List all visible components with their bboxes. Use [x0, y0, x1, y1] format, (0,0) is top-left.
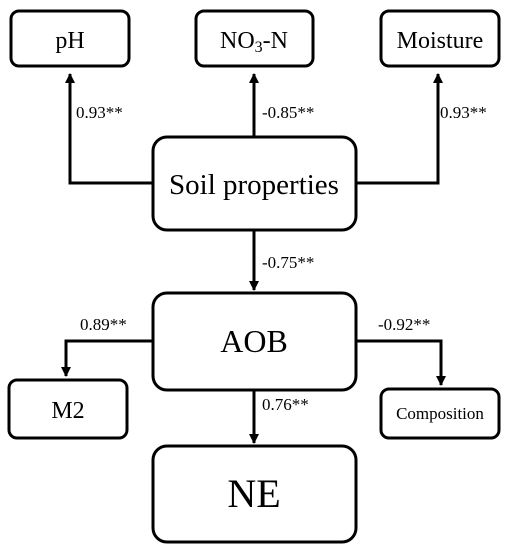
- node-m2-box: [7, 378, 129, 440]
- node-moisture-box: [379, 9, 501, 68]
- edge-label-soil-no3n: -0.85**: [262, 103, 314, 122]
- node-ph-label: pH: [55, 28, 84, 54]
- edge-label-soil-ph: 0.93**: [76, 103, 123, 122]
- edge-label-aob-m2: 0.89**: [80, 315, 127, 334]
- node-no3n-box: [194, 9, 315, 68]
- edge-label-aob-composition: -0.92**: [378, 315, 430, 334]
- node-composition-box: [379, 387, 501, 440]
- no3n-label-sub: 3: [255, 39, 263, 56]
- node-no3n-label: NO3-N: [220, 28, 288, 56]
- node-aob-label: AOB: [220, 323, 288, 359]
- no3n-label-tail: -N: [263, 28, 288, 54]
- node-aob-box: [151, 291, 358, 392]
- edge-soil-to-ph: [65, 73, 153, 185]
- edge-soil-to-moisture: [356, 73, 443, 185]
- no3n-label-main: NO: [220, 28, 255, 54]
- node-m2-label: M2: [51, 398, 84, 424]
- node-moisture-label: Moisture: [397, 28, 484, 54]
- node-ph-box: [9, 9, 131, 68]
- edge-label-soil-aob: -0.75**: [262, 253, 314, 272]
- node-soil-label: Soil properties: [169, 169, 339, 201]
- node-composition-label: Composition: [396, 404, 484, 423]
- edge-label-aob-ne: 0.76**: [262, 395, 309, 414]
- node-ne-label: NE: [227, 471, 280, 516]
- edge-aob-to-m2: [61, 339, 153, 377]
- node-soil-box: [151, 135, 358, 232]
- edge-label-soil-moisture: 0.93**: [440, 103, 487, 122]
- edge-aob-to-composition: [356, 339, 446, 386]
- node-ne-box: [151, 444, 358, 544]
